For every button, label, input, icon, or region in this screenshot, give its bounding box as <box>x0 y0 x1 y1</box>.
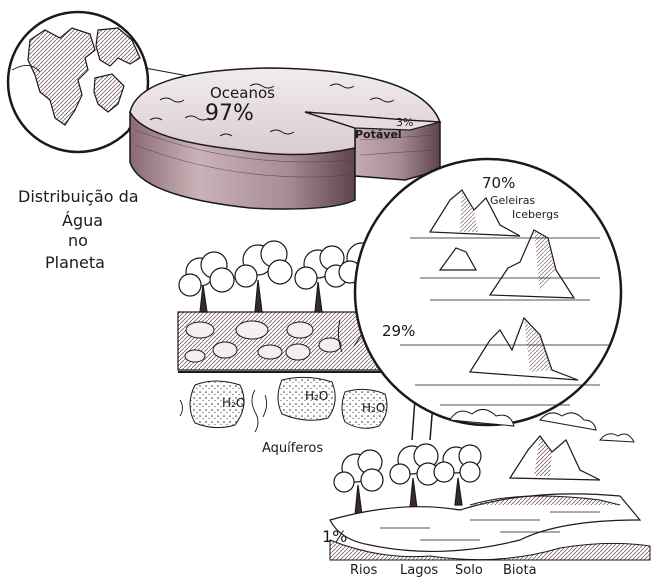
title-block: Distribuição da Água no Planeta <box>18 187 139 272</box>
groundwater-percent: 29% <box>382 322 415 340</box>
title-line-1: Distribuição da <box>18 187 139 206</box>
label-soil: Solo <box>455 563 483 578</box>
label-biota: Biota <box>503 563 537 578</box>
label-rivers: Rios <box>350 563 378 578</box>
title-line-4: Planeta <box>45 253 105 272</box>
label-lakes: Lagos <box>400 563 438 578</box>
surface-percent: 1% <box>322 527 347 546</box>
oceans-label: Oceanos <box>210 84 275 102</box>
title-line-3: no <box>68 231 88 250</box>
h2o-label-2: H₂O <box>305 389 328 403</box>
potable-label: Potável <box>355 128 402 141</box>
h2o-label-3: H₂O <box>362 401 385 415</box>
aquifers-label: Aquíferos <box>262 441 323 456</box>
title-line-2: Água <box>62 211 103 230</box>
h2o-label-1: H₂O <box>222 396 245 410</box>
glaciers-label: Geleiras <box>490 194 535 207</box>
surface-landscape <box>330 436 650 560</box>
ice-circle <box>355 159 621 425</box>
oceans-percent: 97% <box>205 101 254 126</box>
ice-percent: 70% <box>482 174 515 192</box>
globe <box>8 12 148 152</box>
icebergs-label: Icebergs <box>512 208 559 221</box>
